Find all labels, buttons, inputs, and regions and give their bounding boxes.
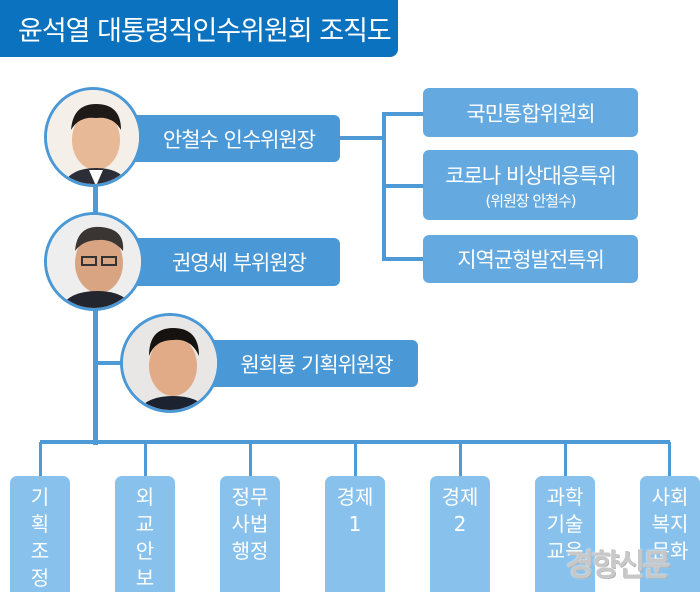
drop-5 [459,442,462,478]
watermark: 경향신문 [566,548,670,583]
subcommittee-economy-1: 경제 1 [325,476,385,592]
drop-6 [564,442,567,478]
committee-sub-label: (위원장 안철수) [485,191,576,210]
leader-planning-chair-label: 원희룡 기획위원장 [205,340,418,387]
connector-planning [95,361,123,365]
connector-c1 [382,112,424,116]
subcommittee-foreign-security: 외 교 안 보 [115,476,175,592]
leader-vice-chair-label: 권영세 부위원장 [128,238,340,286]
vice-chair-photo [44,212,144,311]
connector-c3 [382,257,424,261]
chair-photo [44,87,142,187]
committee-label: 코로나 비상대응특위 [445,163,617,188]
subcommittee-planning: 기 획 조 정 [10,476,70,592]
committee-covid: 코로나 비상대응특위 (위원장 안철수) [423,150,638,220]
subcommittee-social-welfare: 사회 복지 문화 [640,476,700,592]
committee-label: 국민통합위원회 [466,101,595,126]
planning-chair-photo [120,313,220,413]
main-connector [93,185,98,445]
committee-regional-balance: 지역균형발전특위 [423,235,638,283]
subcommittee-politics-justice: 정무 사법 행정 [220,476,280,592]
subcommittee-science-education: 과학 기술 교육 [535,476,595,592]
drop-3 [249,442,252,478]
committee-label: 지역균형발전특위 [457,248,605,272]
drop-7 [668,442,671,478]
leader-chair-label: 안철수 인수위원장 [128,115,340,162]
chart-title: 윤석열 대통령직인수위원회 조직도 [0,0,398,57]
drop-1 [39,442,42,478]
connector-committees [338,136,384,140]
drop-2 [144,442,147,478]
connector-c2 [382,184,424,188]
committee-national-unity: 국민통합위원회 [423,88,638,137]
subcommittee-economy-2: 경제 2 [430,476,490,592]
drop-4 [354,442,357,478]
